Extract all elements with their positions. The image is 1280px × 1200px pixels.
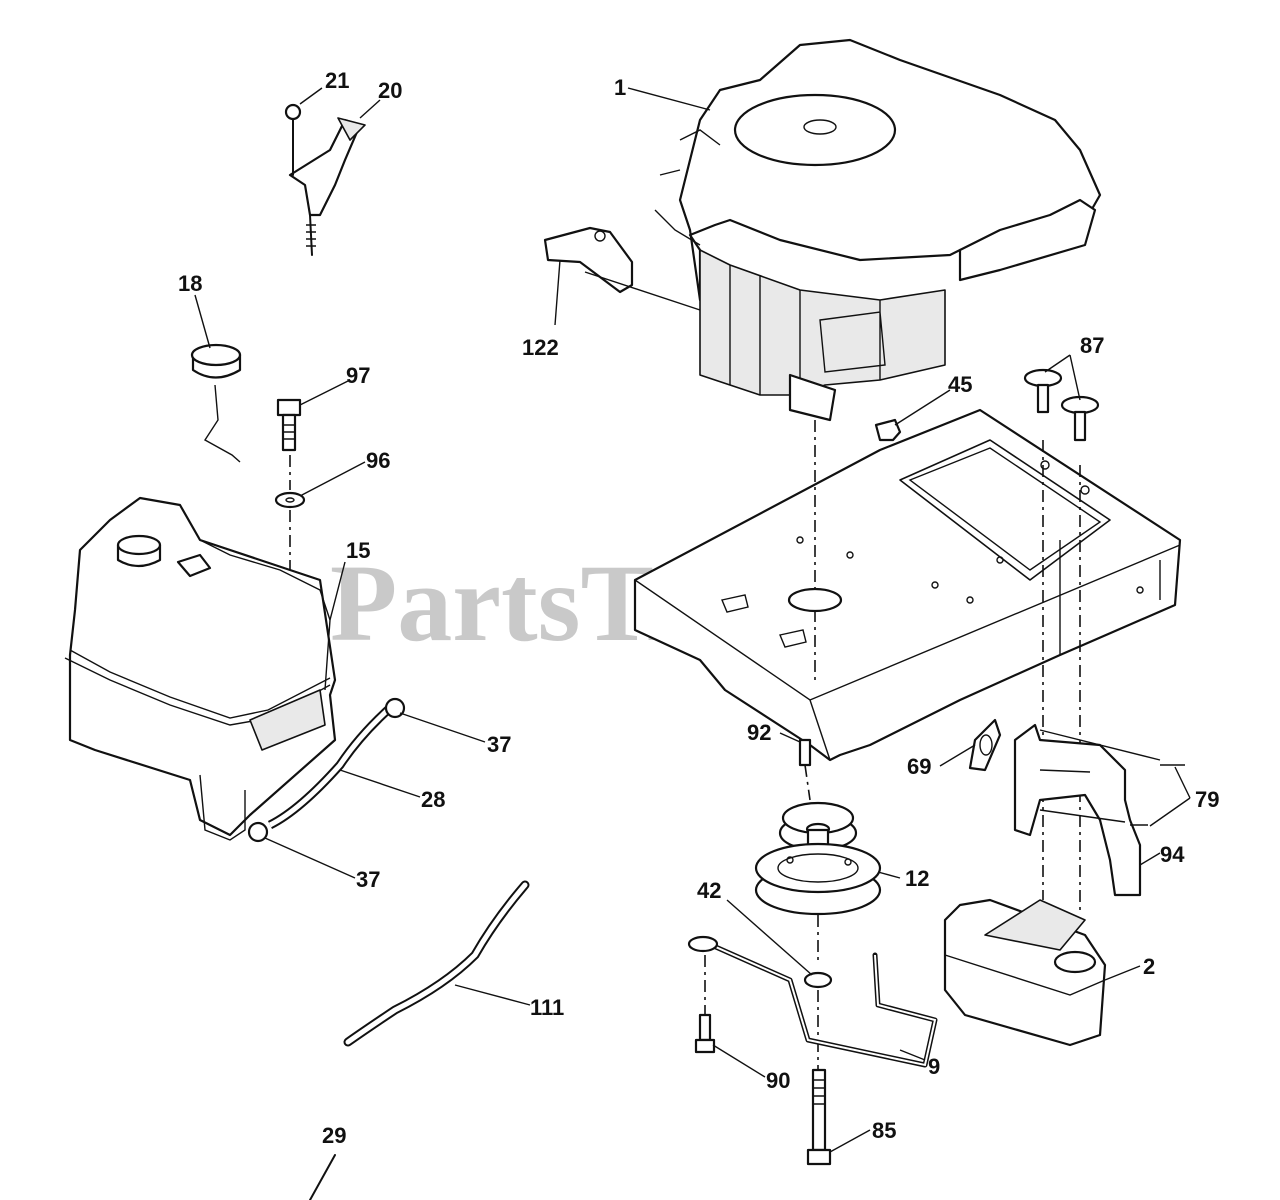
muffler-2	[943, 898, 1107, 1047]
callout-79[interactable]: 79	[1195, 787, 1219, 812]
callout-12[interactable]: 12	[905, 866, 929, 891]
bolt-90	[694, 1013, 716, 1054]
callout-1[interactable]: 1	[614, 75, 626, 100]
fuel-cap	[190, 343, 242, 463]
callout-15[interactable]: 15	[346, 538, 370, 563]
gasket-69	[968, 718, 1002, 772]
muffler-pipe-94	[1013, 723, 1142, 897]
callout-122[interactable]: 122	[522, 335, 559, 360]
callout-96[interactable]: 96	[366, 448, 390, 473]
rod-9	[687, 935, 938, 1068]
washer-96	[274, 491, 306, 509]
fuel-tank	[64, 496, 337, 841]
callout-9[interactable]: 9	[928, 1054, 940, 1079]
fuel-line	[247, 697, 406, 843]
nut-45	[874, 418, 902, 442]
callout-28[interactable]: 28	[421, 787, 445, 812]
stud-87-b	[1060, 395, 1100, 442]
callout-42[interactable]: 42	[697, 878, 721, 903]
callout-94[interactable]: 94	[1160, 842, 1185, 867]
callout-labels: 21 20 1 18 122 97 87 45 96 15 92 37 69 7…	[178, 68, 1219, 1148]
callout-69[interactable]: 69	[907, 754, 931, 779]
part-29-leader	[309, 1154, 336, 1200]
callout-45[interactable]: 45	[948, 372, 972, 397]
engine-frame	[633, 408, 1182, 762]
callout-92[interactable]: 92	[747, 720, 771, 745]
callout-97[interactable]: 97	[346, 363, 370, 388]
callout-85[interactable]: 85	[872, 1118, 896, 1143]
part-111	[343, 880, 530, 1047]
stud-87-a	[1023, 368, 1063, 414]
pulley-12	[754, 801, 882, 916]
throttle-control	[284, 103, 366, 256]
callout-18[interactable]: 18	[178, 271, 202, 296]
bolt-85	[806, 1068, 832, 1166]
callout-20[interactable]: 20	[378, 78, 402, 103]
callout-21[interactable]: 21	[325, 68, 349, 93]
washer-42	[803, 971, 833, 989]
part-122	[543, 226, 634, 294]
callout-2[interactable]: 2	[1143, 954, 1155, 979]
bolt-97	[276, 398, 302, 452]
callout-29[interactable]: 29	[322, 1123, 346, 1148]
callout-111[interactable]: 111	[530, 995, 564, 1020]
callout-37-upper[interactable]: 37	[487, 732, 511, 757]
engine	[654, 38, 1102, 422]
callout-90[interactable]: 90	[766, 1068, 790, 1093]
leader-lines	[194, 87, 1191, 1153]
callout-87[interactable]: 87	[1080, 333, 1104, 358]
bolt-92	[798, 738, 812, 767]
callout-37-lower[interactable]: 37	[356, 867, 380, 892]
